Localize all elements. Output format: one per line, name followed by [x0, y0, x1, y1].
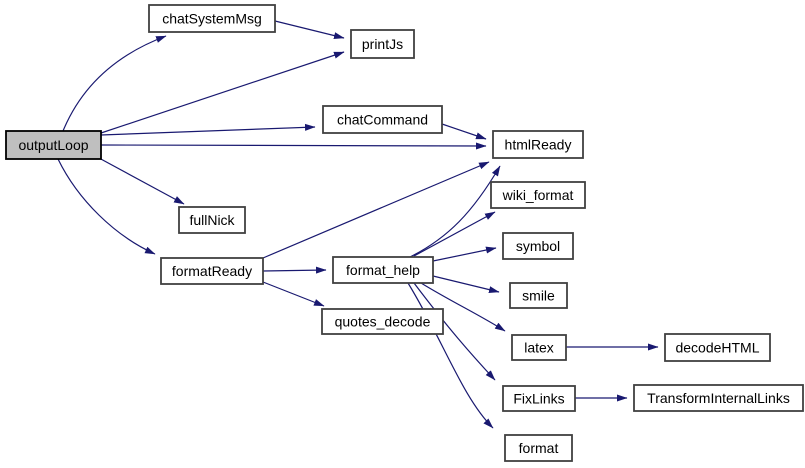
node-label-htmlReady: htmlReady	[505, 137, 572, 153]
node-chatCommand[interactable]: chatCommand	[322, 105, 443, 134]
edge-chatCommand-to-htmlReady	[441, 123, 487, 140]
node-box-outputLoop	[5, 130, 102, 160]
node-box-formatReady[interactable]	[160, 257, 264, 285]
edge-outputLoop-to-htmlReady	[100, 142, 487, 150]
edge-outputLoop-to-formatReady	[57, 158, 156, 255]
node-box-format_help[interactable]	[332, 256, 434, 284]
edge-formatReady-to-format_help	[262, 266, 327, 274]
node-box-smile[interactable]	[509, 282, 568, 309]
node-box-latex[interactable]	[511, 334, 567, 361]
edge-format_help-to-htmlReady	[409, 165, 501, 258]
node-symbol[interactable]: symbol	[502, 232, 574, 260]
node-box-wiki_format[interactable]	[490, 181, 586, 209]
edge-outputLoop-to-chatSystemMsg	[62, 35, 167, 132]
node-box-format[interactable]	[504, 434, 573, 462]
node-label-chatCommand: chatCommand	[337, 112, 428, 128]
node-box-TransformInternalLinks[interactable]	[633, 384, 804, 412]
edge-outputLoop-to-fullNick	[98, 157, 185, 205]
node-box-chatCommand[interactable]	[322, 105, 443, 134]
node-box-printJs[interactable]	[350, 29, 415, 59]
node-TransformInternalLinks[interactable]: TransformInternalLinks	[633, 384, 804, 412]
node-label-format: format	[519, 440, 559, 456]
node-label-TransformInternalLinks: TransformInternalLinks	[647, 390, 790, 406]
node-label-printJs: printJs	[362, 36, 403, 52]
node-quotes_decode[interactable]: quotes_decode	[321, 308, 444, 335]
node-label-fullNick: fullNick	[189, 212, 235, 228]
edges-layer	[57, 20, 659, 429]
node-formatReady[interactable]: formatReady	[160, 257, 264, 285]
edge-formatReady-to-htmlReady	[262, 161, 490, 259]
node-box-quotes_decode[interactable]	[321, 308, 444, 335]
edge-formatReady-to-quotes_decode	[262, 281, 325, 307]
node-box-decodeHTML[interactable]	[664, 333, 771, 362]
node-label-decodeHTML: decodeHTML	[675, 340, 759, 356]
node-fullNick[interactable]: fullNick	[178, 206, 246, 234]
edge-format_help-to-wiki_format	[413, 211, 496, 257]
node-label-latex: latex	[524, 340, 554, 356]
edge-format_help-to-symbol	[432, 246, 497, 262]
node-latex[interactable]: latex	[511, 334, 567, 361]
node-format_help[interactable]: format_help	[332, 256, 434, 284]
node-box-fullNick[interactable]	[178, 206, 246, 234]
node-FixLinks[interactable]: FixLinks	[502, 385, 576, 412]
node-htmlReady[interactable]: htmlReady	[492, 130, 584, 159]
node-label-chatSystemMsg: chatSystemMsg	[162, 11, 262, 27]
edge-chatSystemMsg-to-printJs	[274, 20, 345, 40]
edge-format_help-to-FixLinks	[413, 282, 496, 381]
node-box-chatSystemMsg[interactable]	[148, 4, 276, 33]
edge-format_help-to-latex	[420, 282, 506, 332]
edge-outputLoop-to-printJs	[100, 51, 345, 134]
node-label-format_help: format_help	[346, 262, 420, 278]
node-box-htmlReady[interactable]	[492, 130, 584, 159]
node-label-formatReady: formatReady	[172, 263, 252, 279]
node-chatSystemMsg[interactable]: chatSystemMsg	[148, 4, 276, 33]
node-decodeHTML[interactable]: decodeHTML	[664, 333, 771, 362]
node-label-smile: smile	[522, 288, 555, 304]
node-label-outputLoop: outputLoop	[18, 137, 88, 153]
node-smile[interactable]: smile	[509, 282, 568, 309]
node-label-FixLinks: FixLinks	[513, 391, 564, 407]
node-box-FixLinks[interactable]	[502, 385, 576, 412]
nodes-layer: outputLoop chatSystemMsg printJs chatComman…	[5, 4, 804, 462]
node-label-wiki_format: wiki_format	[502, 187, 574, 203]
node-box-symbol[interactable]	[502, 232, 574, 260]
edge-format_help-to-format	[407, 282, 494, 429]
node-label-quotes_decode: quotes_decode	[335, 314, 431, 330]
edge-format_help-to-smile	[432, 275, 500, 294]
node-printJs[interactable]: printJs	[350, 29, 415, 59]
node-wiki_format[interactable]: wiki_format	[490, 181, 586, 209]
edge-outputLoop-to-chatCommand	[100, 123, 316, 136]
node-format[interactable]: format	[504, 434, 573, 462]
node-label-symbol: symbol	[516, 238, 560, 254]
node-outputLoop: outputLoop	[5, 130, 102, 160]
